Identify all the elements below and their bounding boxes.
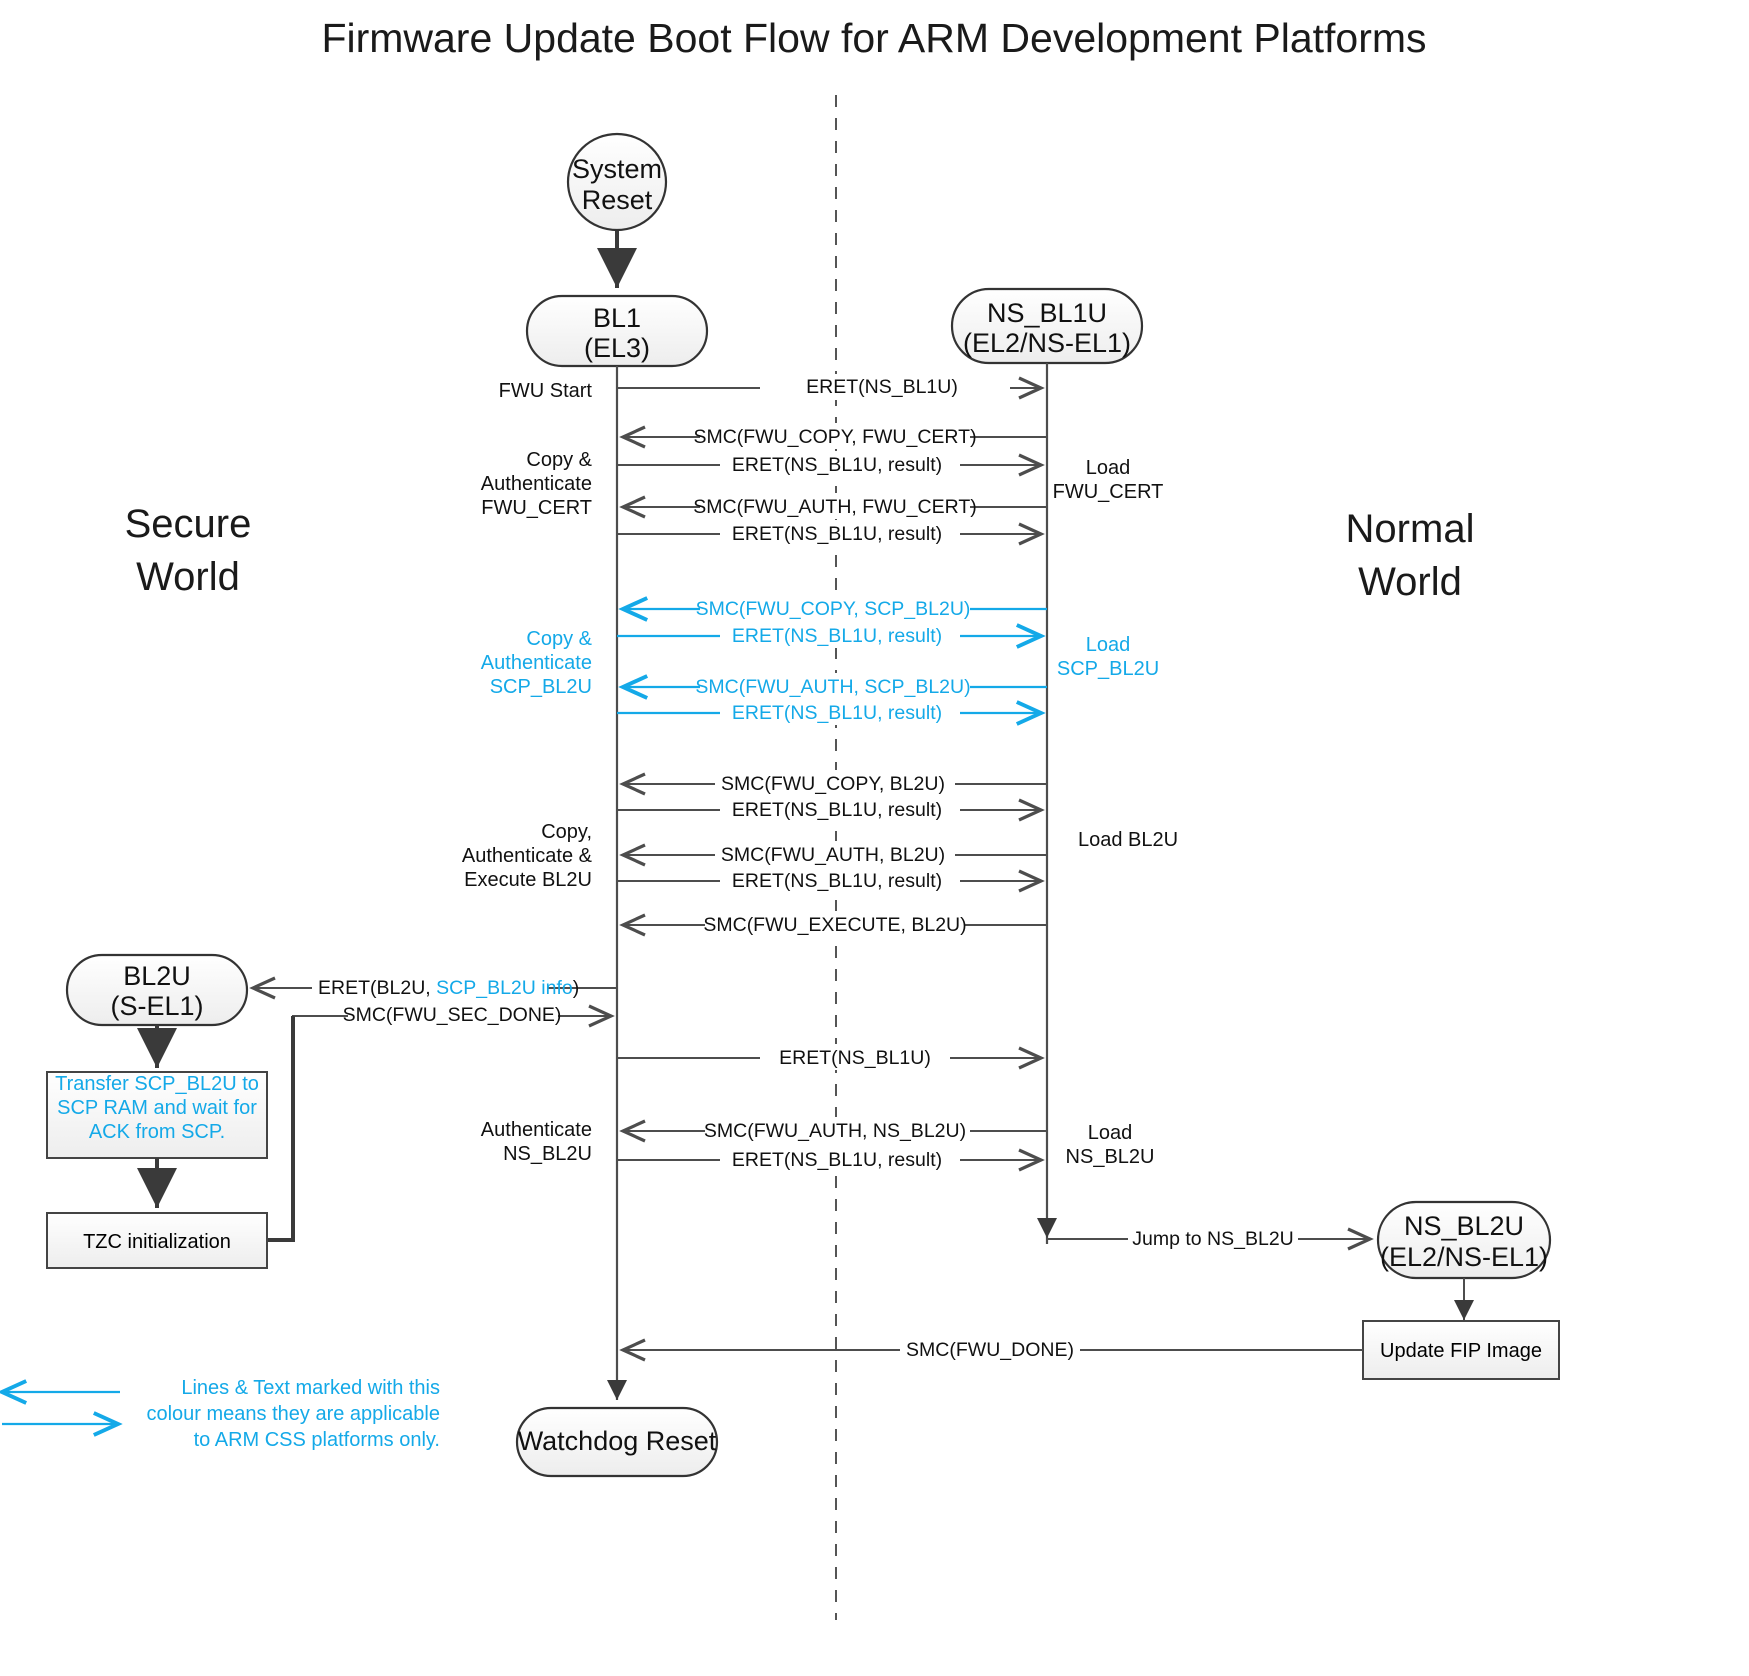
msg-bg-m11 — [720, 796, 960, 822]
path-tzc-to-bl1 — [265, 1016, 295, 1242]
normal-world-label-line1: Normal — [1346, 507, 1475, 551]
message-m17: ERET(NS_BL1U) — [779, 1047, 931, 1069]
message-m15-part2-scp: SCP_BL2U info — [436, 977, 573, 999]
ns-bl2u-label-line2: (EL2/NS-EL1) — [1380, 1242, 1548, 1272]
ns-bl1u-label-line1: NS_BL1U — [987, 298, 1107, 328]
ns-bl1u-label-line2: (EL2/NS-EL1) — [963, 328, 1131, 358]
message-m12: SMC(FWU_AUTH, BL2U) — [721, 844, 945, 866]
left-label-cert-line1: Copy & — [526, 449, 592, 471]
msg-bg-m21 — [900, 1336, 1080, 1362]
message-m15-part1: ERET(BL2U, — [318, 977, 436, 999]
left-label-bl2u-line1: Copy, — [541, 821, 592, 843]
msg-bg-m9 — [720, 699, 960, 725]
right-label-bl2u: Load BL2U — [1078, 829, 1178, 851]
msg-bg-m20 — [1128, 1225, 1298, 1251]
left-label-scp-line2: Authenticate — [481, 652, 592, 674]
update-fip-label: Update FIP Image — [1380, 1340, 1542, 1362]
system-reset-label-line2: Reset — [582, 185, 653, 215]
msg-bg-m17 — [760, 1044, 950, 1070]
message-m9: ERET(NS_BL1U, result) — [732, 702, 942, 724]
message-m18: SMC(FWU_AUTH, NS_BL2U) — [704, 1120, 966, 1142]
left-label-cert-line3: FWU_CERT — [481, 497, 592, 519]
message-m5: ERET(NS_BL1U, result) — [732, 523, 942, 545]
msg-bg-m5 — [720, 520, 960, 546]
message-m1: ERET(NS_BL1U) — [806, 376, 958, 398]
message-m2: SMC(FWU_COPY, FWU_CERT) — [693, 426, 976, 448]
left-label-bl2u-line3: Execute BL2U — [464, 869, 592, 891]
node-watchdog-reset[interactable] — [515, 1406, 719, 1478]
right-label-cert-line2: FWU_CERT — [1053, 481, 1164, 503]
msg-bg-m13 — [720, 867, 960, 893]
secure-world-label-line2: World — [136, 555, 240, 599]
transfer-box-line1: Transfer SCP_BL2U to — [55, 1073, 259, 1095]
msg-bg-m2 — [700, 423, 970, 449]
left-label-scp-line3: SCP_BL2U — [490, 676, 592, 698]
message-m8: SMC(FWU_AUTH, SCP_BL2U) — [695, 676, 970, 698]
transfer-box-line3: ACK from SCP. — [89, 1121, 225, 1143]
bl2u-label-line1: BL2U — [123, 961, 191, 991]
normal-world-label-line2: World — [1358, 560, 1462, 604]
msg-bg-m19 — [720, 1146, 960, 1172]
right-label-scp-line1: Load — [1086, 634, 1131, 656]
transfer-box-line2: SCP RAM and wait for — [57, 1097, 257, 1119]
message-m20: Jump to NS_BL2U — [1132, 1228, 1294, 1250]
message-m16: SMC(FWU_SEC_DONE) — [343, 1004, 562, 1026]
message-m19: ERET(NS_BL1U, result) — [732, 1149, 942, 1171]
right-label-nsbl2u-line1: Load — [1088, 1122, 1133, 1144]
msg-bg-m1 — [760, 374, 1010, 400]
message-m7: ERET(NS_BL1U, result) — [732, 625, 942, 647]
msg-bg-m7 — [720, 622, 960, 648]
system-reset-label-line1: System — [572, 154, 662, 184]
secure-world-label-line1: Secure — [125, 502, 252, 546]
message-m15: ERET(BL2U, SCP_BL2U info) — [318, 977, 579, 999]
legend-line3: to ARM CSS platforms only. — [194, 1429, 440, 1451]
message-m11: ERET(NS_BL1U, result) — [732, 799, 942, 821]
left-label-nsbl2u-line1: Authenticate — [481, 1119, 592, 1141]
msg-bg-m14 — [705, 911, 965, 937]
message-m21: SMC(FWU_DONE) — [906, 1339, 1074, 1361]
watchdog-reset-label: Watchdog Reset — [518, 1426, 717, 1456]
message-m6: SMC(FWU_COPY, SCP_BL2U) — [696, 598, 971, 620]
box-tzc-initialization[interactable] — [46, 1212, 268, 1269]
bl2u-label-line2: (S-EL1) — [110, 991, 203, 1021]
right-label-nsbl2u-line2: NS_BL2U — [1066, 1146, 1155, 1168]
message-m13: ERET(NS_BL1U, result) — [732, 870, 942, 892]
message-m4: SMC(FWU_AUTH, FWU_CERT) — [693, 496, 976, 518]
ns-bl2u-label-line1: NS_BL2U — [1404, 1211, 1524, 1241]
msg-bg-m6 — [700, 595, 970, 621]
msg-bg-m16 — [348, 1002, 558, 1028]
tzc-init-label: TZC initialization — [83, 1231, 231, 1253]
right-label-cert-line1: Load — [1086, 457, 1131, 479]
msg-bg-m15 — [312, 974, 547, 1000]
bl1-label-line1: BL1 — [593, 303, 641, 333]
message-m14: SMC(FWU_EXECUTE, BL2U) — [703, 914, 966, 936]
node-system-reset[interactable] — [566, 132, 668, 232]
left-label-nsbl2u-line2: NS_BL2U — [503, 1143, 592, 1165]
left-label-cert-line2: Authenticate — [481, 473, 592, 495]
msg-bg-m18 — [705, 1117, 970, 1143]
msg-bg-m3 — [720, 451, 960, 477]
right-label-scp-line2: SCP_BL2U — [1057, 658, 1159, 680]
message-m15-part3: ) — [573, 977, 580, 999]
msg-bg-m10 — [715, 770, 955, 796]
msg-bg-m8 — [700, 673, 970, 699]
message-m10: SMC(FWU_COPY, BL2U) — [721, 773, 945, 795]
legend-line2: colour means they are applicable — [146, 1403, 440, 1425]
message-m3: ERET(NS_BL1U, result) — [732, 454, 942, 476]
left-label-bl2u-line2: Authenticate & — [462, 845, 593, 867]
legend-line1: Lines & Text marked with this — [181, 1377, 440, 1399]
msg-bg-m4 — [700, 493, 970, 519]
left-label-scp-line1: Copy & — [526, 628, 592, 650]
msg-bg-m12 — [715, 841, 955, 867]
left-label-fwu-start: FWU Start — [499, 380, 593, 402]
bl1-label-line2: (EL3) — [584, 333, 650, 363]
box-update-fip-image[interactable] — [1362, 1320, 1560, 1380]
box-transfer-scp-bl2u[interactable] — [46, 1071, 268, 1159]
page-title: Firmware Update Boot Flow for ARM Develo… — [321, 15, 1426, 61]
